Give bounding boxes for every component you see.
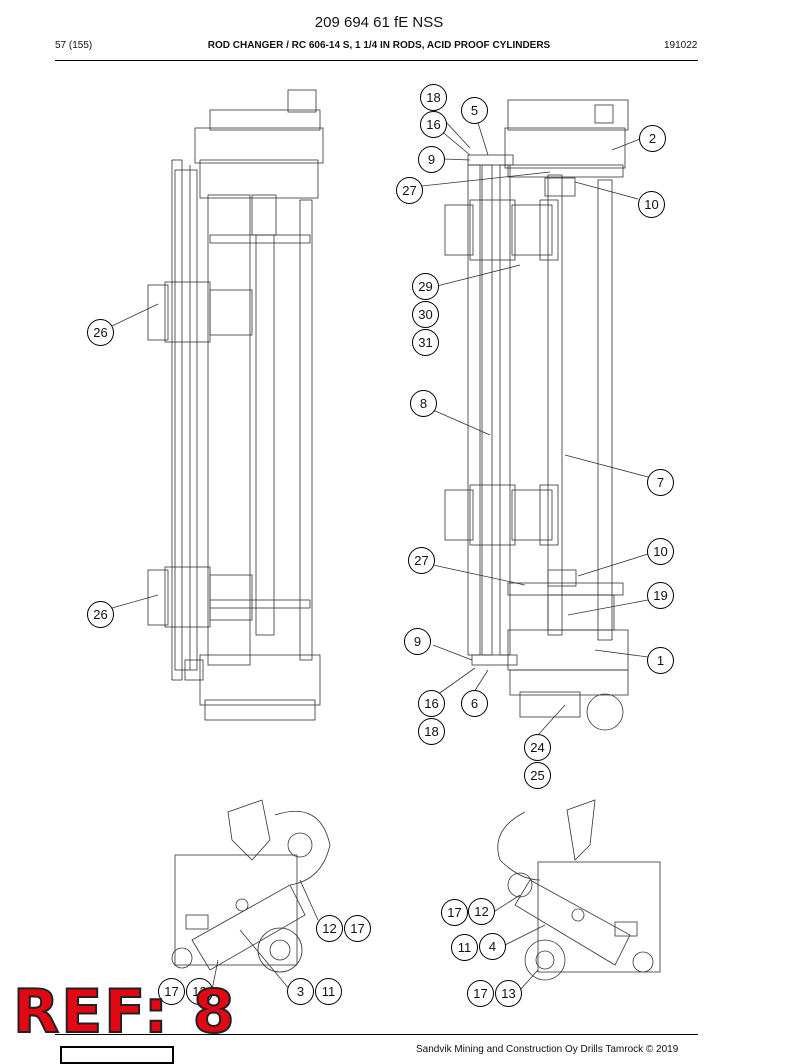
- callout-8: 8: [410, 390, 437, 417]
- callout-10-bottom: 10: [647, 538, 674, 565]
- callout-11-detail-b: 11: [451, 934, 478, 961]
- callout-25: 25: [524, 762, 551, 789]
- callout-4: 4: [479, 933, 506, 960]
- callout-2: 2: [639, 125, 666, 152]
- left-side-view: [147, 89, 324, 721]
- callout-9-top: 9: [418, 146, 445, 173]
- callout-10-top: 10: [638, 191, 665, 218]
- callout-16-top: 16: [420, 111, 447, 138]
- callout-5: 5: [461, 97, 488, 124]
- callout-1: 1: [647, 647, 674, 674]
- callout-9-bottom: 9: [404, 628, 431, 655]
- callout-7: 7: [647, 469, 674, 496]
- callout-18-bottom: 18: [418, 718, 445, 745]
- page-counter: 57 (155): [55, 40, 93, 51]
- bottom-right-detail: [497, 799, 661, 981]
- callout-13-detail-d: 13: [495, 980, 522, 1007]
- callout-24: 24: [524, 734, 551, 761]
- callout-19: 19: [647, 582, 674, 609]
- callout-17-detail-b: 17: [441, 899, 468, 926]
- callout-26-top: 26: [87, 319, 114, 346]
- footer-copyright: Sandvik Mining and Construction Oy Drill…: [416, 1044, 679, 1055]
- header-rule: [55, 60, 698, 61]
- callout-17-detail-c: 17: [158, 978, 185, 1005]
- callout-17-detail-d: 17: [467, 980, 494, 1007]
- leader-lines: [111, 107, 649, 991]
- doc-number: 209 694 61 fE NSS: [314, 14, 444, 31]
- callout-16-bottom: 16: [418, 690, 445, 717]
- callout-27-bottom: 27: [408, 547, 435, 574]
- footer-rule: [55, 1034, 698, 1035]
- callout-3: 3: [287, 978, 314, 1005]
- callout-18-top: 18: [420, 84, 447, 111]
- doc-date: 191022: [664, 40, 698, 51]
- callout-11-detail-c: 11: [315, 978, 342, 1005]
- callout-26-bottom: 26: [87, 601, 114, 628]
- brand-logo: [60, 1046, 174, 1064]
- callout-29: 29: [412, 273, 439, 300]
- callout-12-detail-a: 12: [316, 915, 343, 942]
- right-front-view: [444, 99, 629, 731]
- callout-31: 31: [412, 329, 439, 356]
- callout-12-detail-b: 12: [468, 898, 495, 925]
- bottom-left-detail: [171, 799, 331, 973]
- callout-30: 30: [412, 301, 439, 328]
- callout-17-detail-a: 17: [344, 915, 371, 942]
- callout-13-detail-c: 13: [186, 978, 213, 1005]
- callout-6: 6: [461, 690, 488, 717]
- callout-27-top: 27: [396, 177, 423, 204]
- doc-title: ROD CHANGER / RC 606-14 S, 1 1/4 IN RODS…: [207, 40, 551, 51]
